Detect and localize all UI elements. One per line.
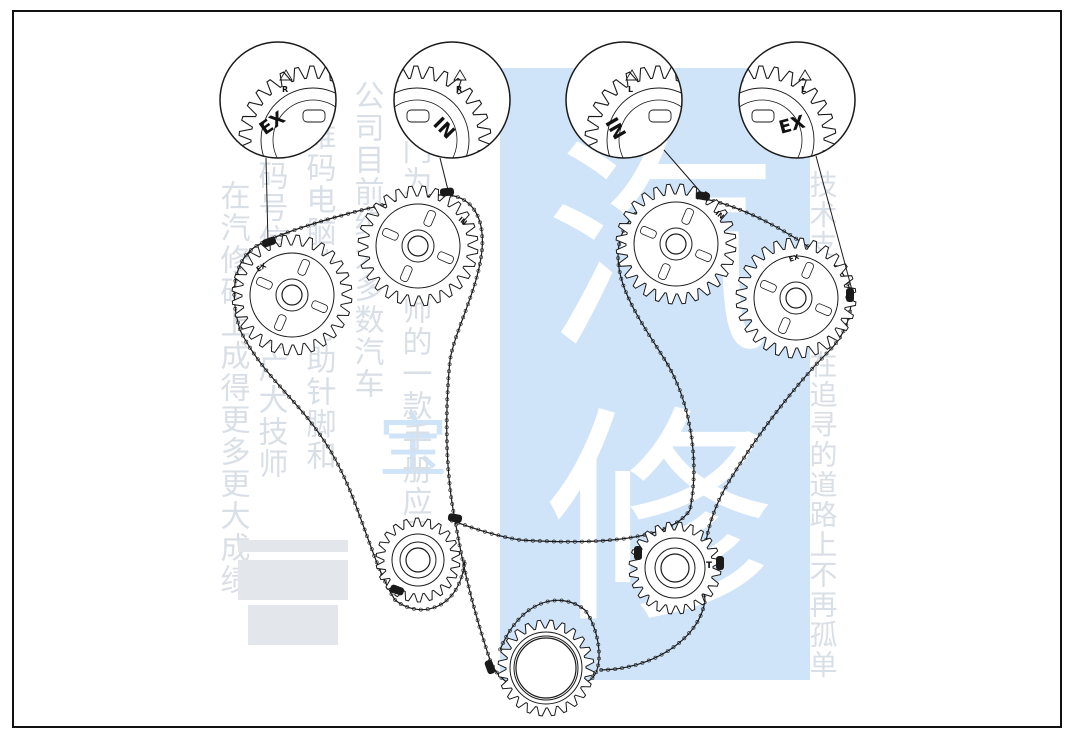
detail-insets: EXR INR INL EXL	[219, 41, 856, 159]
detail-label-3-side: L	[628, 85, 633, 94]
idler-sprocket-left	[375, 517, 461, 603]
sprocket-right-intake	[615, 183, 737, 305]
sprocket-left-exhaust	[231, 234, 353, 356]
sprockets	[231, 183, 857, 717]
detail-inset-4: EXL	[738, 41, 856, 159]
sprocket-right-exhaust	[735, 237, 857, 359]
detail-label-1-side: R	[282, 85, 288, 94]
detail-inset-2: INR	[393, 41, 511, 159]
watermark-big-char-2: 修	[545, 388, 775, 655]
crankshaft-sprocket	[497, 619, 595, 717]
leader-lines	[265, 149, 853, 291]
mark-balancer: T	[706, 561, 713, 571]
detail-label-4-side: L	[801, 85, 806, 94]
mark-left-intake: IN	[457, 215, 469, 227]
sprocket-left-intake	[357, 185, 479, 307]
detail-label-2-side: R	[456, 85, 462, 94]
watermark-column-1: 在汽修码上成得更多更大成绩	[215, 180, 251, 596]
detail-inset-3: INL	[565, 41, 683, 159]
watermark-small-char: 宝	[378, 405, 448, 487]
mark-right-intake: IN	[714, 209, 726, 221]
detail-inset-1: EXR	[219, 41, 337, 159]
watermark-logo	[238, 540, 348, 645]
mark-right-exhaust: EX	[788, 253, 801, 264]
marker-links	[261, 187, 854, 675]
balancer-sprocket	[628, 521, 722, 615]
